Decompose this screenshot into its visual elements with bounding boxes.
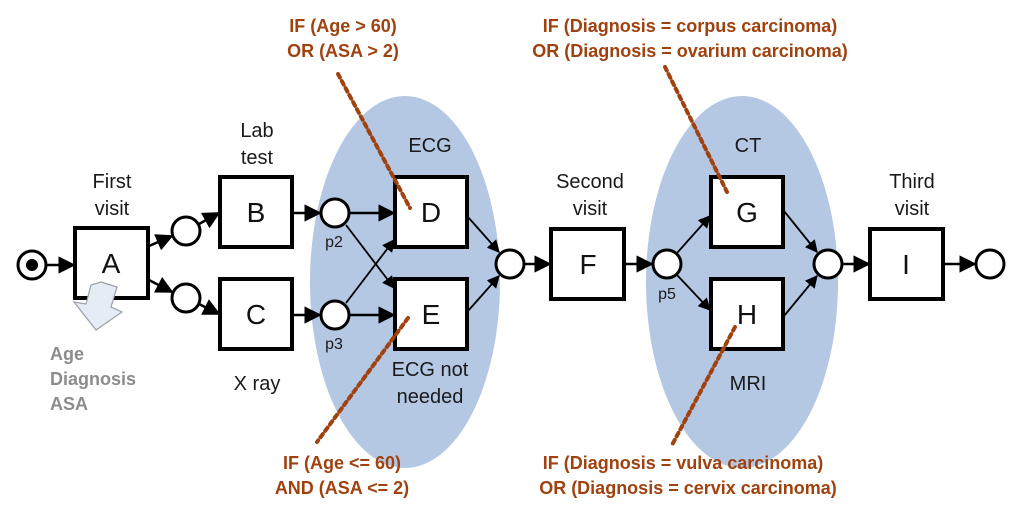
caption-E-line2: needed (397, 386, 464, 408)
condition-G-line1: IF (Diagnosis = corpus carcinoma) (543, 16, 838, 36)
place-p3-label: p3 (325, 336, 343, 353)
place-p5[interactable] (651, 248, 683, 280)
caption-I-line1: Third (889, 171, 935, 193)
condition-E-line1: IF (Age <= 60) (283, 453, 401, 473)
transition-I-label: I (902, 249, 910, 280)
places (16, 197, 1006, 331)
place-join-GH[interactable] (812, 248, 844, 280)
caption-A-line1: First (93, 171, 132, 193)
data-output-arrow-icon (72, 281, 124, 331)
transition-I[interactable] (868, 227, 945, 301)
transition-F-label: F (579, 249, 596, 280)
caption-E-line1: ECG not (392, 359, 469, 381)
condition-E-line2: AND (ASA <= 2) (275, 478, 409, 498)
transition-C[interactable] (218, 277, 294, 351)
transition-H[interactable] (709, 277, 785, 351)
transition-E[interactable] (393, 277, 469, 351)
arc-pA1-B (198, 211, 221, 229)
arc-A-pA1 (148, 234, 174, 251)
place-join-DE[interactable] (494, 248, 526, 280)
transition-C-label: C (246, 299, 266, 330)
transition-A-label: A (102, 248, 121, 279)
place-p3[interactable] (319, 299, 351, 331)
condition-D-line2: OR (ASA > 2) (287, 41, 399, 61)
place-p2[interactable] (319, 197, 351, 229)
transition-H-label: H (737, 299, 757, 330)
place-end[interactable] (974, 248, 1006, 280)
transition-E-label: E (422, 299, 441, 330)
condition-D-line1: IF (Age > 60) (289, 16, 397, 36)
start-token (26, 259, 38, 271)
attribute-asa: ASA (50, 394, 88, 414)
arc-A-pA2 (148, 276, 174, 294)
attribute-age: Age (50, 344, 84, 364)
arc-E-pDE (467, 275, 500, 312)
condition-G-line2: OR (Diagnosis = ovarium carcinoma) (532, 41, 848, 61)
caption-B-line2: test (241, 147, 274, 169)
place-after-A-2[interactable] (170, 282, 202, 314)
transition-G-label: G (736, 197, 758, 228)
transition-B[interactable] (218, 175, 294, 249)
arc-p2-E (345, 224, 395, 290)
transition-D-label: D (421, 197, 441, 228)
caption-B-line1: Lab (240, 120, 273, 142)
caption-I-line2: visit (895, 198, 930, 220)
condition-connector-E (315, 316, 410, 444)
arc-G-pGH (783, 210, 818, 253)
condition-H-line2: OR (Diagnosis = cervix carcinoma) (539, 478, 837, 498)
arc-pA2-C (198, 299, 221, 316)
arc-D-pDE (467, 216, 500, 253)
arc-H-pGH (783, 275, 818, 317)
arc-p5-H (676, 274, 711, 311)
caption-F-line2: visit (573, 198, 608, 220)
caption-F-line1: Second (556, 171, 624, 193)
arc-p3-D (345, 238, 395, 304)
place-p5-label: p5 (658, 286, 676, 303)
transitions (73, 175, 945, 351)
caption-C: X ray (234, 373, 281, 395)
transition-F[interactable] (549, 227, 626, 301)
arc-p5-G (676, 215, 711, 254)
transition-B-label: B (247, 197, 266, 228)
caption-G: CT (735, 135, 762, 157)
attribute-diagnosis: Diagnosis (50, 369, 136, 389)
caption-D: ECG (408, 135, 451, 157)
condition-connector-H (670, 325, 737, 447)
condition-connector-D (336, 72, 412, 210)
caption-H: MRI (730, 373, 767, 395)
arcs (46, 204, 977, 324)
place-after-A-1[interactable] (170, 215, 202, 247)
caption-A-line2: visit (95, 198, 130, 220)
condition-H-line1: IF (Diagnosis = vulva carcinoma) (543, 453, 824, 473)
transition-G[interactable] (709, 175, 785, 249)
transition-D[interactable] (393, 175, 469, 249)
condition-connector-G (663, 65, 729, 194)
place-p2-label: p2 (325, 234, 343, 251)
